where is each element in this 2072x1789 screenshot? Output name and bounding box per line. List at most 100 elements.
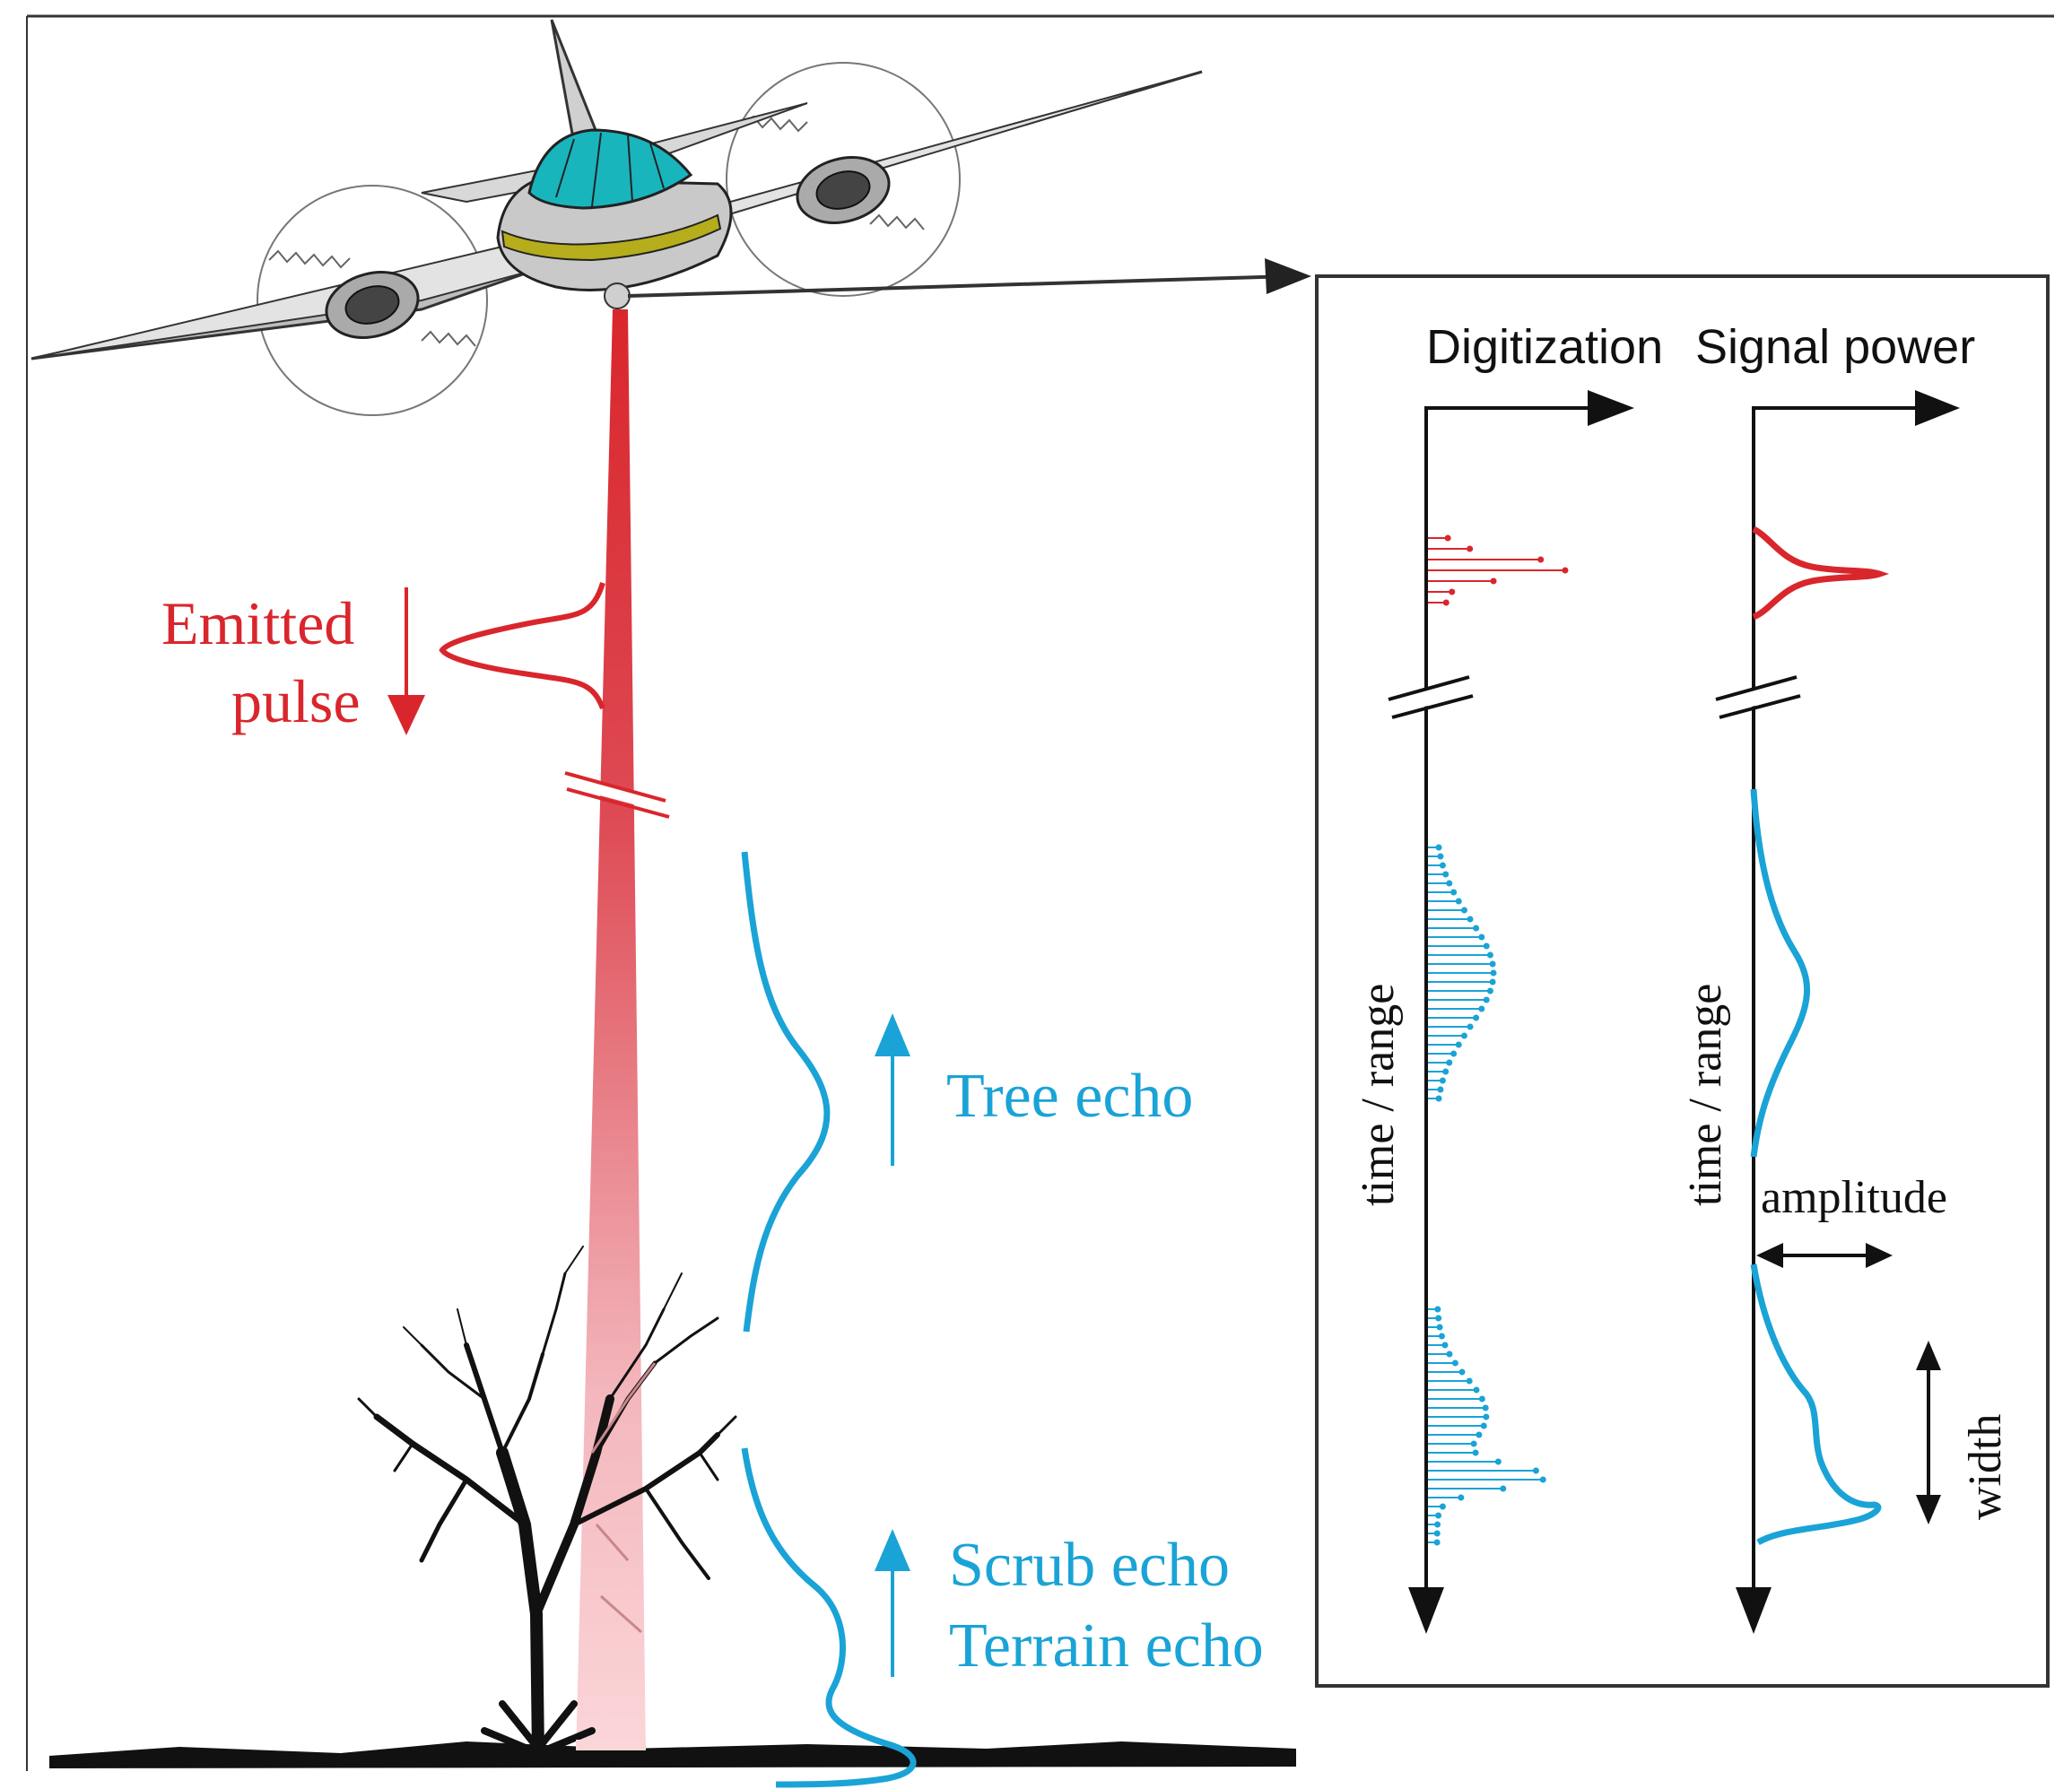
sample-dot: [1446, 880, 1453, 887]
signal-power-scrub-curve: [1750, 1264, 1882, 1546]
sample-dot: [1441, 1342, 1449, 1349]
sample-dot: [1466, 1377, 1473, 1385]
sample-dot: [1562, 567, 1569, 574]
laser-emitter: [604, 282, 631, 309]
sample-dot: [1532, 1467, 1539, 1474]
time-range-label-right: time / range: [1680, 984, 1731, 1206]
aircraft-to-panel-arrow: [627, 274, 1293, 298]
tree-echo-arrow-head: [875, 1013, 910, 1056]
sample-dot: [1473, 925, 1480, 932]
sample-dot: [1446, 1350, 1453, 1358]
sample-dot: [1490, 969, 1497, 977]
tree-echo-label: Tree echo: [946, 1062, 1193, 1131]
sample-dot: [1486, 987, 1493, 994]
signal-power-axes: [1711, 390, 1960, 1634]
sample-dot: [1470, 1440, 1477, 1447]
signal-power-title: Signal power: [1695, 320, 1975, 374]
sample-dot: [1460, 1032, 1467, 1039]
emitted-pulse-curve: [439, 582, 605, 710]
sample-dot: [1467, 916, 1474, 923]
sample-dot: [1472, 1449, 1479, 1456]
sample-dot: [1446, 1059, 1453, 1066]
sample-dot: [1436, 1324, 1443, 1331]
sample-dot: [1473, 1386, 1480, 1394]
sample-dot: [1435, 1512, 1442, 1519]
fuselage-stripe: [501, 213, 722, 262]
sample-dot: [1482, 1404, 1489, 1411]
amplitude-label: amplitude: [1761, 1172, 1947, 1223]
sample-dot: [1435, 1095, 1442, 1102]
sample-dot: [1478, 1005, 1485, 1012]
scrub-echo-arrow-head: [875, 1529, 910, 1571]
engine-right-inner: [815, 170, 871, 210]
amplitude-arrow-head-right: [1866, 1243, 1893, 1268]
sample-dot: [1486, 951, 1493, 959]
sample-dot: [1437, 853, 1444, 860]
sample-dot: [1434, 1521, 1441, 1528]
sample-dot: [1434, 1306, 1441, 1313]
sample-dot: [1483, 1413, 1490, 1420]
sample-dot: [1439, 1077, 1446, 1084]
engine-left-inner: [344, 285, 400, 325]
sample-dot: [1473, 1014, 1480, 1021]
cockpit-panes: [555, 132, 665, 207]
sample-dot: [1435, 844, 1442, 851]
digitized-samples-tree-echo: [1428, 844, 1497, 1102]
emitted-pulse-arrow-head: [387, 695, 425, 735]
aircraft-fuselage: [496, 178, 733, 291]
sample-dot: [1438, 1333, 1445, 1340]
tree-in-beam: [590, 1362, 657, 1634]
sample-dot: [1442, 1068, 1450, 1075]
scrub-terrain-echo-curve: [741, 1447, 917, 1788]
sample-dot: [1450, 889, 1458, 896]
sample-dot: [1460, 907, 1467, 914]
beam-break-mark-1: [565, 774, 670, 813]
sample-dot: [1467, 1023, 1474, 1030]
aircraft-icon: [30, 19, 1203, 416]
tree-echo-curve: [741, 851, 831, 1333]
sample-dot: [1490, 578, 1497, 585]
sample-dot: [1539, 1476, 1546, 1483]
beam-ground-spot: [576, 1740, 646, 1750]
propeller-disc-left: [257, 185, 488, 416]
sample-dot: [1455, 1041, 1462, 1048]
sample-dot: [1483, 996, 1490, 1003]
sample-dot: [1478, 934, 1485, 941]
aircraft-tail-fin: [550, 19, 604, 145]
sample-dot: [1451, 1359, 1458, 1367]
sample-dot: [1478, 1395, 1485, 1403]
sample-dot: [1500, 1485, 1507, 1492]
sample-dot: [1458, 1368, 1466, 1376]
digitization-axes: [1383, 390, 1634, 1634]
sample-dot: [1437, 1086, 1444, 1093]
sample-dot: [1476, 1431, 1483, 1438]
sample-dot: [1489, 960, 1496, 968]
sample-dot: [1442, 599, 1450, 606]
digitization-title: Digitization: [1426, 320, 1663, 374]
sample-dot: [1480, 1422, 1487, 1429]
sample-dot: [1433, 1539, 1441, 1546]
sample-dot: [1439, 1503, 1446, 1510]
beam-break-mark-line-2: [566, 787, 670, 819]
sample-dot: [1450, 1050, 1458, 1057]
sample-dot: [1455, 898, 1462, 905]
signal-power-emitted-curve: [1752, 525, 1890, 621]
sample-dot: [1439, 862, 1446, 869]
sample-dot: [1494, 1458, 1502, 1465]
sample-dot: [1467, 545, 1474, 552]
sample-dot: [1483, 942, 1490, 950]
beam-break-mark-line-1: [564, 771, 666, 803]
sample-dot: [1458, 1494, 1465, 1501]
time-range-label-left: time / range: [1353, 984, 1404, 1206]
sample-dot: [1435, 1315, 1442, 1322]
signal-power-tree-curve: [1750, 788, 1811, 1158]
ground-terrain: [49, 1741, 1296, 1768]
sample-dot: [1489, 978, 1496, 986]
panel-arrow-head: [1265, 258, 1311, 294]
scrub-echo-label: Scrub echo: [949, 1531, 1230, 1600]
sample-dot: [1537, 556, 1545, 563]
amplitude-arrow-head-left: [1756, 1243, 1783, 1268]
scrub-tree-icon: [357, 1246, 737, 1759]
width-label: width: [1960, 1414, 2011, 1520]
